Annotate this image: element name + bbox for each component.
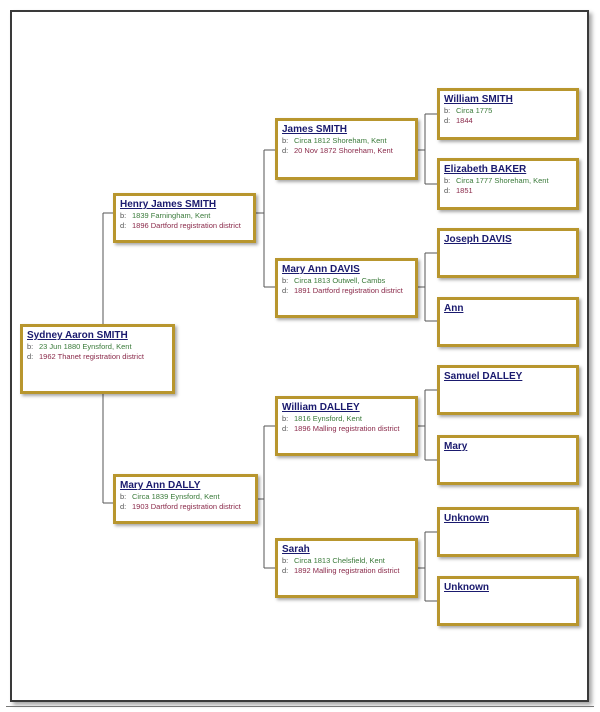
death-row: d: 1903 Dartford registration district <box>120 502 251 512</box>
death-label: d: <box>282 565 289 575</box>
death-label: d: <box>282 423 289 433</box>
connector-p7-parents <box>418 531 437 602</box>
person-unknown-2[interactable]: Unknown <box>437 576 579 626</box>
person-william-smith[interactable]: William SMITH b: Circa 1775 d: 1844 <box>437 88 579 140</box>
person-henry-james-smith[interactable]: Henry James SMITH b: 1839 Farningham, Ken… <box>113 193 256 243</box>
birth-value: Circa 1777 Shoreham, Kent <box>456 176 549 185</box>
person-name[interactable]: William SMITH <box>444 94 513 105</box>
birth-label: b: <box>27 342 34 351</box>
person-name[interactable]: Mary <box>444 441 468 452</box>
person-sarah[interactable]: Sarah b: Circa 1813 Chelsfield, Kent d: 18… <box>275 538 418 598</box>
birth-value: Circa 1813 Chelsfield, Kent <box>294 556 385 565</box>
death-value: 1903 Dartford registration district <box>132 501 241 511</box>
birth-row: b: Circa 1812 Shoreham, Kent <box>282 136 411 146</box>
death-value: 1851 <box>456 185 473 195</box>
birth-label: b: <box>120 492 127 501</box>
birth-label: b: <box>282 276 289 285</box>
person-name[interactable]: Henry James SMITH <box>120 199 217 210</box>
person-mary-ann-dally[interactable]: Mary Ann DALLY b: Circa 1839 Eynsford, Ke… <box>113 474 258 524</box>
birth-row: b: Circa 1839 Eynsford, Kent <box>120 492 251 502</box>
birth-label: b: <box>120 211 127 220</box>
death-value: 1844 <box>456 115 473 125</box>
birth-row: b: Circa 1813 Chelsfield, Kent <box>282 556 411 566</box>
person-name[interactable]: Sydney Aaron SMITH <box>27 330 128 341</box>
person-sydney-aaron-smith[interactable]: Sydney Aaron SMITH b: 23 Jun 1880 Eynsfor… <box>20 324 175 394</box>
connector-p5-parents <box>418 252 437 322</box>
birth-label: b: <box>444 176 451 185</box>
birth-value: Circa 1839 Eynsford, Kent <box>132 492 220 501</box>
death-value: 1962 Thanet registration district <box>39 351 144 361</box>
birth-row: b: 23 Jun 1880 Eynsford, Kent <box>27 342 168 352</box>
death-row: d: 1896 Dartford registration district <box>120 221 249 231</box>
death-row: d: 1896 Malling registration district <box>282 424 411 434</box>
birth-label: b: <box>282 556 289 565</box>
birth-row: b: Circa 1813 Outwell, Cambs <box>282 276 411 286</box>
death-label: d: <box>444 185 451 195</box>
person-name[interactable]: Unknown <box>444 513 489 524</box>
person-mary[interactable]: Mary <box>437 435 579 485</box>
birth-value: Circa 1775 <box>456 106 493 115</box>
page-bottom-edge <box>6 706 594 712</box>
person-elizabeth-baker[interactable]: Elizabeth BAKER b: Circa 1777 Shoreham, K… <box>437 158 579 210</box>
death-value: 1896 Malling registration district <box>294 423 400 433</box>
death-label: d: <box>120 501 127 511</box>
death-row: d: 1851 <box>444 186 572 196</box>
connector-p3-parents <box>258 425 275 569</box>
person-name[interactable]: Elizabeth BAKER <box>444 164 527 175</box>
person-name[interactable]: Unknown <box>444 582 489 593</box>
person-name[interactable]: William DALLEY <box>282 402 360 413</box>
birth-value: Circa 1813 Outwell, Cambs <box>294 276 386 285</box>
birth-row: b: 1816 Eynsford, Kent <box>282 414 411 424</box>
birth-label: b: <box>282 414 289 423</box>
person-name[interactable]: Ann <box>444 303 464 314</box>
connector-p4-parents <box>418 113 437 185</box>
birth-label: b: <box>282 136 289 145</box>
person-james-smith[interactable]: James SMITH b:Circa 1812 Shoreham, Kent … <box>275 118 418 180</box>
connector-p2-parents <box>256 149 275 288</box>
death-value: 20 Nov 1872 Shoreham, Kent <box>294 145 393 155</box>
birth-value: 1816 Eynsford, Kent <box>294 414 362 423</box>
birth-row: b: 1839 Farningham, Kent <box>120 211 249 221</box>
person-william-dalley[interactable]: William DALLEY b: 1816 Eynsford, Kent d: 1… <box>275 396 418 456</box>
birth-value: 1839 Farningham, Kent <box>132 211 211 220</box>
death-value: 1892 Malling registration district <box>294 565 400 575</box>
person-mary-ann-davis[interactable]: Mary Ann DAVIS b: Circa 1813 Outwell, Cam… <box>275 258 418 318</box>
birth-value: Circa 1812 Shoreham, Kent <box>294 136 387 145</box>
person-name[interactable]: Sarah <box>282 544 310 555</box>
death-row: d: 20 Nov 1872 Shoreham, Kent <box>282 146 411 156</box>
person-name[interactable]: Mary Ann DALLY <box>120 480 201 491</box>
birth-value: 23 Jun 1880 Eynsford, Kent <box>39 342 132 351</box>
person-name[interactable]: Mary Ann DAVIS <box>282 264 360 275</box>
death-row: d: 1962 Thanet registration district <box>27 352 168 362</box>
birth-row: b: Circa 1775 <box>444 106 572 116</box>
death-label: d: <box>282 285 289 295</box>
person-samuel-dalley[interactable]: Samuel DALLEY <box>437 365 579 415</box>
person-name[interactable]: Samuel DALLEY <box>444 371 523 382</box>
death-value: 1891 Dartford registration district <box>294 285 403 295</box>
death-row: d: 1844 <box>444 116 572 126</box>
person-name[interactable]: Joseph DAVIS <box>444 234 512 245</box>
person-ann[interactable]: Ann <box>437 297 579 347</box>
death-label: d: <box>444 115 451 125</box>
death-label: d: <box>27 351 34 361</box>
connector-p6-parents <box>418 389 437 461</box>
death-label: d: <box>282 145 289 155</box>
death-row: d: 1891 Dartford registration district <box>282 286 411 296</box>
person-unknown-1[interactable]: Unknown <box>437 507 579 557</box>
person-joseph-davis[interactable]: Joseph DAVIS <box>437 228 579 278</box>
death-value: 1896 Dartford registration district <box>132 220 241 230</box>
death-row: d: 1892 Malling registration district <box>282 566 411 576</box>
birth-label: b: <box>444 106 451 115</box>
person-name[interactable]: James SMITH <box>282 124 348 135</box>
death-label: d: <box>120 220 127 230</box>
birth-row: b: Circa 1777 Shoreham, Kent <box>444 176 572 186</box>
